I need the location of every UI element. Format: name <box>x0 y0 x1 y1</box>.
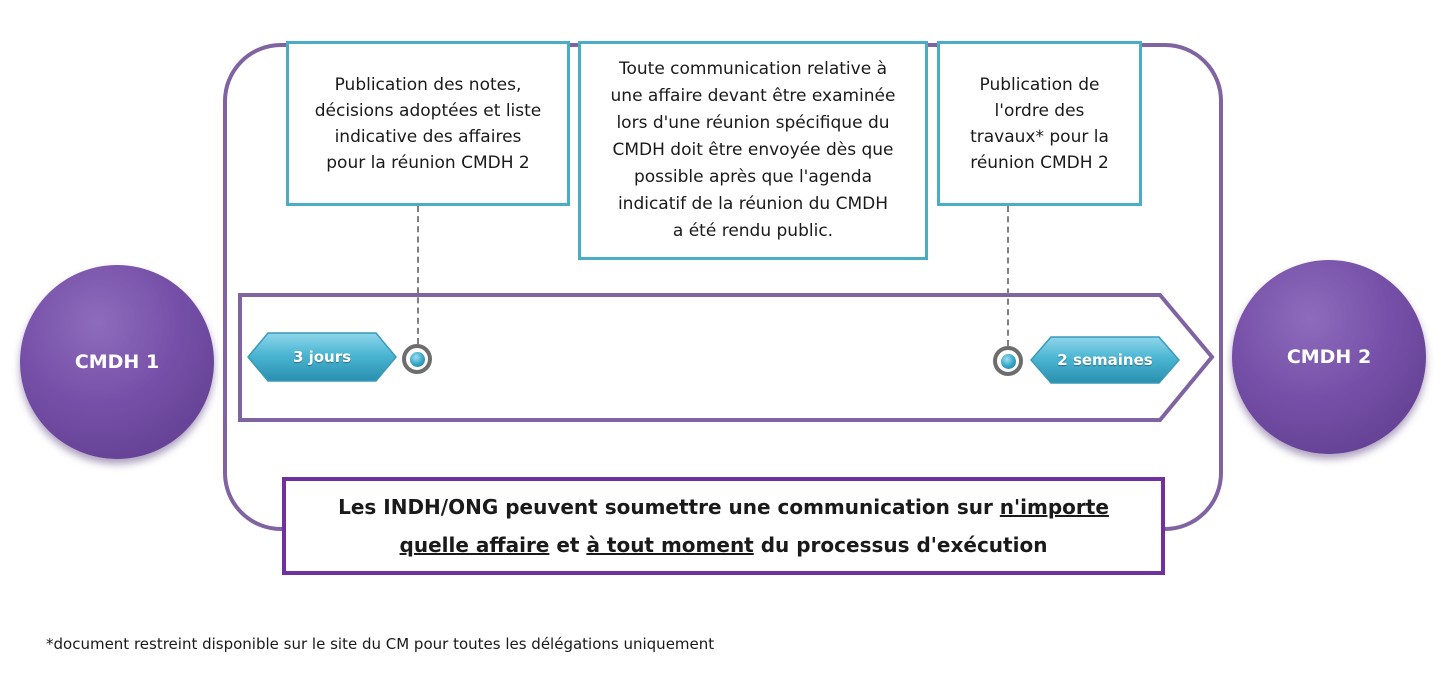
statement-underlined-any-case: n'importe quelle affaire <box>399 495 1109 557</box>
connector-line-left <box>417 206 419 344</box>
statement-underlined-any-time: à tout moment <box>586 533 754 557</box>
communication-deadline-box: Toute communication relative à une affai… <box>578 41 928 260</box>
notes-publication-box: Publication des notes, décisions adoptée… <box>286 41 570 206</box>
agenda-publication-box: Publication de l'ordre des travaux* pour… <box>937 41 1142 206</box>
timeline-band <box>238 293 1215 422</box>
connector-line-right <box>1007 206 1009 346</box>
statement-part-3: du processus d'exécution <box>753 533 1048 557</box>
meeting-label-cmdh1: CMDH 1 <box>74 351 160 373</box>
statement-text: Les INDH/ONG peuvent soumettre une commu… <box>316 488 1131 564</box>
meeting-circle-cmdh1: CMDH 1 <box>20 265 214 459</box>
milestone-dot-right-core <box>1000 353 1016 369</box>
statement-part-1: Les INDH/ONG peuvent soumettre une commu… <box>338 495 1000 519</box>
duration-pill-right: 2 semaines <box>1029 335 1181 385</box>
duration-label-right: 2 semaines <box>1057 351 1153 369</box>
milestone-dot-right <box>993 346 1023 376</box>
meeting-label-cmdh2: CMDH 2 <box>1286 346 1372 368</box>
milestone-dot-left-core <box>409 351 425 367</box>
meeting-circle-cmdh2: CMDH 2 <box>1232 260 1426 454</box>
duration-label-left: 3 jours <box>292 348 352 366</box>
hexagon-arrow-shape-right <box>1030 336 1180 384</box>
footnote: *document restreint disponible sur le si… <box>46 635 715 653</box>
statement-part-2: et <box>549 533 587 557</box>
statement-box: Les INDH/ONG peuvent soumettre une commu… <box>282 477 1165 575</box>
duration-pill-left: 3 jours <box>246 331 398 383</box>
hexagon-arrow-shape-left <box>247 332 397 382</box>
milestone-dot-left <box>402 344 432 374</box>
